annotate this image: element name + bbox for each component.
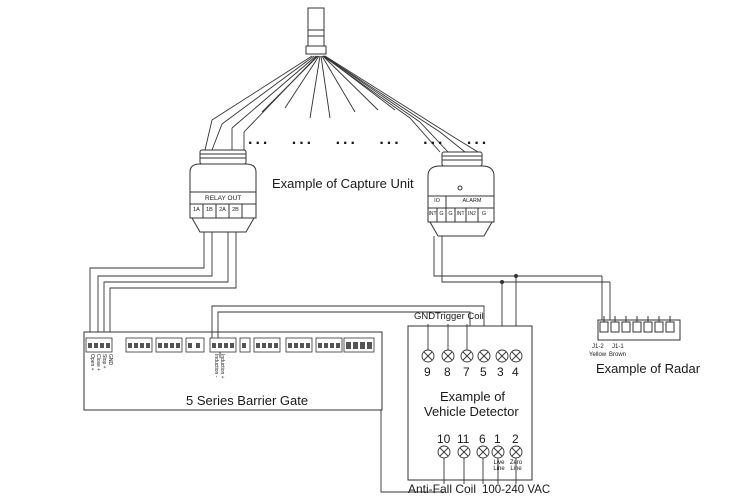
radar-yellow: Yellow — [589, 352, 607, 358]
relay-terminal-1b: 1B — [206, 207, 213, 213]
io-to-detector-wires — [433, 236, 611, 338]
io-terminal-g1: G — [439, 211, 444, 217]
gate-pin-open: Open + — [89, 354, 95, 371]
radar-j1-1: J1-1 — [612, 344, 624, 350]
left-wire-bundle — [204, 55, 379, 151]
detector-gnd-label: GND — [414, 311, 436, 322]
alarm-terminal-in2: IN2 — [468, 211, 476, 217]
detector-terminal-9: 9 — [424, 365, 431, 379]
detector-terminal-7: 7 — [463, 365, 470, 379]
detector-top-terminals — [421, 324, 523, 363]
detector-title-line2: Vehicle Detector — [424, 404, 519, 419]
detector-terminal-1: 1 — [494, 432, 501, 446]
detector-terminal-6: 6 — [479, 432, 486, 446]
relay-out-connector — [189, 149, 257, 233]
capture-unit-ellipsis: ... ... ... ... ... ... — [248, 131, 490, 148]
power-supply-label: 100-240 VAC — [482, 484, 551, 496]
io-terminal-int: INT — [428, 211, 437, 217]
relay-to-gate-wires — [89, 232, 237, 338]
relay-terminal-2b: 2B — [232, 207, 239, 213]
anti-fall-coil-label: Anti-Fall Coil — [408, 482, 477, 496]
detector-terminal-10: 10 — [437, 432, 451, 446]
gate-pin-stop: Stop + — [101, 354, 107, 369]
radar-brown: Brown — [609, 352, 627, 358]
alarm-header: ALARM — [462, 198, 482, 204]
gate-pin-induction-minus: Induction - — [213, 354, 219, 378]
zero-line-label: Zero Line — [509, 460, 523, 472]
gate-pin-close: Close + — [95, 354, 101, 372]
alarm-terminal-g2: G — [481, 211, 487, 217]
barrier-gate-title: 5 Series Barrier Gate — [186, 393, 309, 408]
relay-terminal-2a: 2A — [219, 207, 226, 213]
detector-trigger-label: Trigger Coil — [435, 311, 484, 322]
gate-pin-induction-plus: Induction + — [219, 354, 225, 379]
right-wire-bundle — [322, 55, 479, 153]
relay-terminal-1a: 1A — [193, 207, 200, 213]
detector-bottom-terminals — [437, 445, 523, 484]
live-line-label: Live Line — [493, 460, 505, 472]
io-header: IO — [434, 198, 440, 204]
detector-terminal-4: 4 — [512, 365, 519, 379]
induction-wires — [211, 305, 485, 358]
anti-fall-wire — [380, 410, 444, 493]
detector-title-line1: Example of — [440, 389, 506, 404]
cable-head — [305, 7, 327, 55]
gate-terminal-blocks — [85, 337, 375, 353]
gate-pin-gnd: GND — [107, 354, 113, 366]
radar-j1-2: J1-2 — [592, 344, 604, 350]
detector-terminal-8: 8 — [444, 365, 451, 379]
detector-terminal-2: 2 — [512, 432, 519, 446]
gate-terminal-pins — [88, 342, 372, 349]
capture-unit-title: Example of Capture Unit — [272, 176, 414, 191]
alarm-terminal-g: G — [448, 211, 453, 217]
detector-terminal-3: 3 — [497, 365, 504, 379]
alarm-terminal-int: INT — [456, 211, 465, 217]
relay-out-header: RELAY OUT — [205, 195, 242, 202]
detector-terminal-5: 5 — [480, 365, 487, 379]
detector-terminal-11: 11 — [457, 432, 470, 446]
radar-terminal-block — [597, 316, 681, 341]
io-alarm-connector — [427, 151, 495, 237]
radar-title: Example of Radar — [596, 361, 701, 376]
